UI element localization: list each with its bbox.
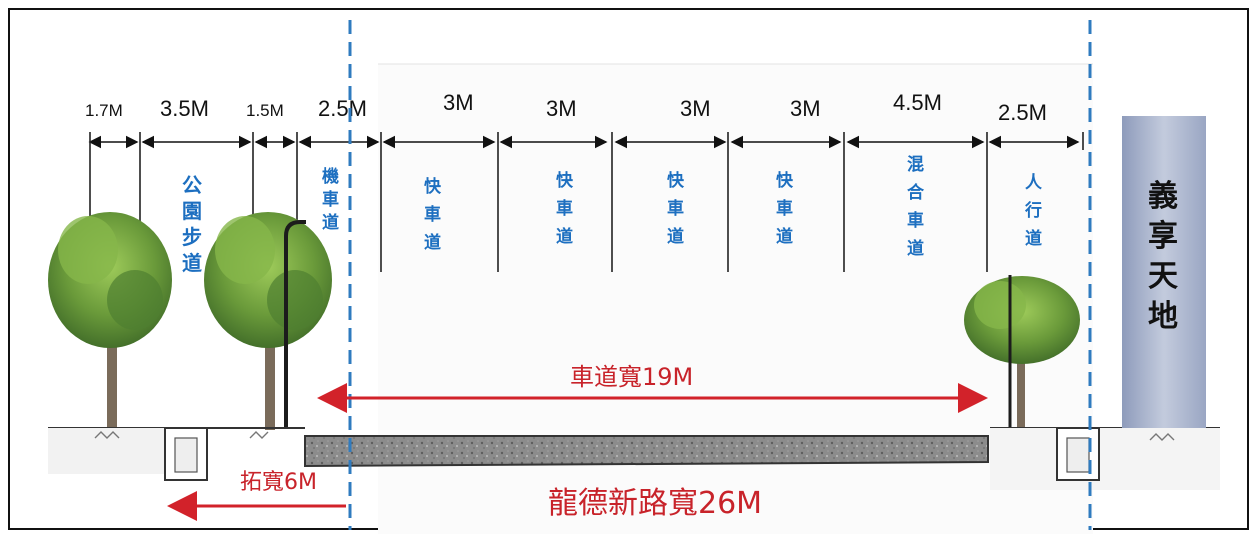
svg-text:機: 機 xyxy=(322,166,339,187)
svg-text:快: 快 xyxy=(424,176,442,197)
boundary-lines xyxy=(348,20,1092,530)
svg-text:車: 車 xyxy=(776,198,793,219)
svg-text:享: 享 xyxy=(1148,219,1178,254)
mixed-lane-label: 混 合 車 道 xyxy=(907,155,925,259)
width-label-10: 2.5M xyxy=(998,100,1047,125)
svg-text:車: 車 xyxy=(424,204,441,225)
svg-text:天: 天 xyxy=(1148,259,1178,294)
svg-text:公: 公 xyxy=(182,173,202,197)
svg-text:快: 快 xyxy=(667,170,685,191)
drain-left xyxy=(164,427,208,481)
tree-right xyxy=(964,276,1080,428)
width-label-9: 4.5M xyxy=(893,90,942,115)
svg-text:道: 道 xyxy=(667,226,684,247)
svg-text:合: 合 xyxy=(907,182,925,203)
fast-lane-4-label: 快 車 道 xyxy=(776,170,794,247)
building: 義 享 天 地 xyxy=(1122,116,1206,428)
width-label-8: 3M xyxy=(790,96,821,121)
svg-text:道: 道 xyxy=(776,226,793,247)
park-walkway-label: 公 園 步 道 xyxy=(182,173,202,275)
fast-lane-1-label: 快 車 道 xyxy=(424,176,442,253)
fast-lane-3-label: 快 車 道 xyxy=(667,170,685,247)
width-label-2: 3.5M xyxy=(160,96,209,121)
tree-left-2 xyxy=(204,212,332,430)
svg-text:道: 道 xyxy=(556,226,573,247)
width-label-6: 3M xyxy=(546,96,577,121)
svg-text:道: 道 xyxy=(1025,228,1042,249)
svg-text:車: 車 xyxy=(322,189,339,210)
width-label-4: 2.5M xyxy=(318,96,367,121)
svg-text:行: 行 xyxy=(1024,200,1042,221)
width-label-7: 3M xyxy=(680,96,711,121)
widening-label: 拓寬6M xyxy=(240,470,317,495)
svg-text:道: 道 xyxy=(182,251,202,275)
svg-text:快: 快 xyxy=(556,170,574,191)
svg-text:道: 道 xyxy=(424,232,441,253)
carriageway-annotation: 車道寬19M xyxy=(317,363,988,413)
lane-labels: 公 園 步 道 機 車 道 快 車 道 快 車 道 快 車 道 快 車 道 xyxy=(182,155,1043,275)
svg-text:步: 步 xyxy=(182,225,202,249)
width-label-1: 1.7M xyxy=(85,101,123,120)
svg-text:車: 車 xyxy=(556,198,573,219)
svg-text:快: 快 xyxy=(776,170,794,191)
svg-text:義: 義 xyxy=(1148,179,1178,214)
ground xyxy=(48,427,1220,490)
scooter-lane-label: 機 車 道 xyxy=(322,166,339,233)
road-slab xyxy=(304,435,989,468)
widening-annotation: 拓寬6M xyxy=(167,470,346,521)
svg-text:人: 人 xyxy=(1025,173,1043,193)
sidewalk-label: 人 行 道 xyxy=(1024,173,1043,249)
street-lamp xyxy=(284,220,306,428)
svg-text:道: 道 xyxy=(907,238,924,259)
drain-right xyxy=(1056,427,1100,481)
svg-text:地: 地 xyxy=(1148,299,1178,334)
width-label-5: 3M xyxy=(443,90,474,115)
carriageway-width-label: 車道寬19M xyxy=(570,363,693,391)
svg-text:園: 園 xyxy=(182,199,202,223)
fast-lane-2-label: 快 車 道 xyxy=(556,170,574,247)
width-labels: 1.7M 3.5M 1.5M 2.5M 3M 3M 3M 3M 4.5M 2.5… xyxy=(85,90,1047,125)
svg-text:混: 混 xyxy=(907,155,924,175)
svg-text:車: 車 xyxy=(667,198,684,219)
road-width-label: 龍德新路寬26M xyxy=(548,486,762,521)
tree-left-1 xyxy=(48,212,172,430)
svg-text:車: 車 xyxy=(907,210,924,231)
width-label-3: 1.5M xyxy=(246,101,284,120)
svg-text:道: 道 xyxy=(322,212,339,233)
